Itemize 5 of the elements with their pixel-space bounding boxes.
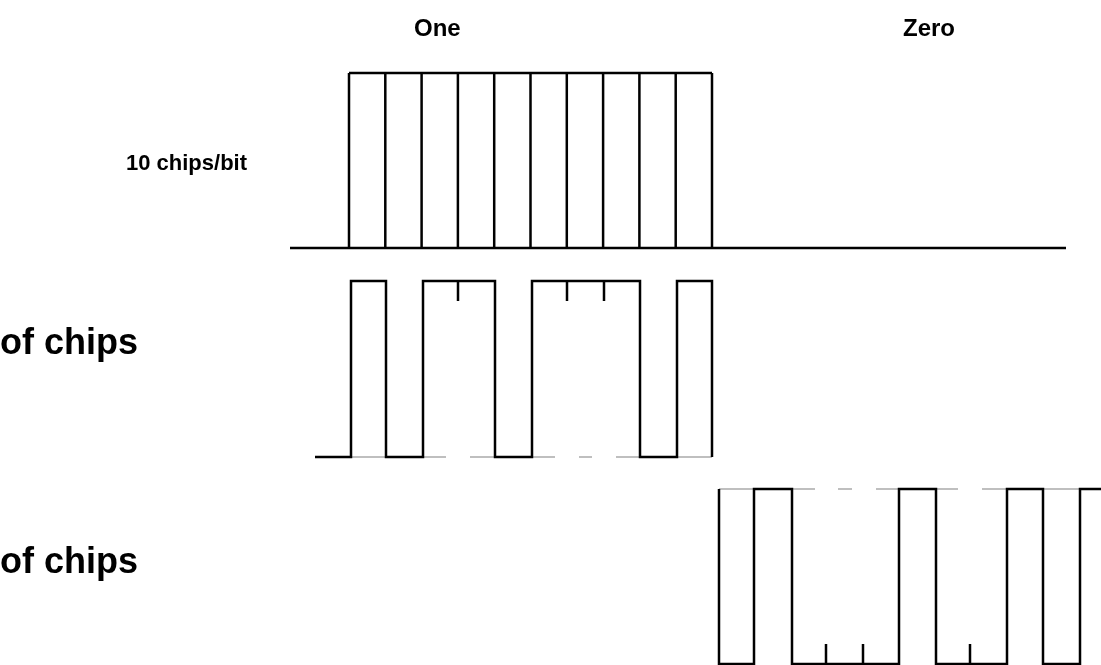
column-heading: Zero xyxy=(903,16,955,40)
row-label: of chips xyxy=(0,324,138,360)
column-heading: One xyxy=(414,16,461,40)
chip-rate-label: 10 chips/bit xyxy=(126,152,248,174)
row-label: of chips xyxy=(0,543,138,579)
